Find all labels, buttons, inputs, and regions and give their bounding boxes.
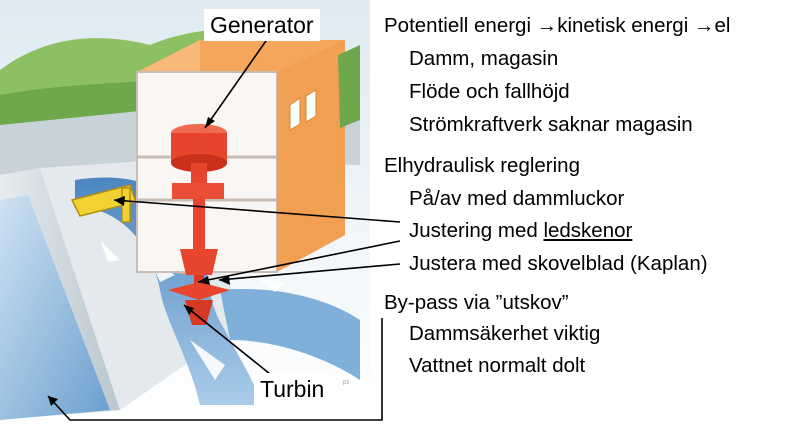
turbine-runner xyxy=(168,275,230,325)
list-item: Damm, magasin xyxy=(409,47,559,70)
list-item: Justera med skovelblad (Kaplan) xyxy=(409,252,708,275)
list-item: Justering med ledskenor xyxy=(409,219,633,242)
list-item: Vattnet normalt dolt xyxy=(409,354,586,377)
bypass-heading: By-pass via ”utskov” xyxy=(384,291,569,314)
list-item: Dammsäkerhet viktig xyxy=(409,322,601,345)
regulation-heading: Elhydraulisk reglering xyxy=(384,154,580,177)
small-mark: ᵖ¹ xyxy=(343,378,350,388)
energy-conversion-heading: Potentiell energi →kinetisk energi →el xyxy=(384,14,731,37)
generator-label: Generator xyxy=(204,9,320,41)
ledskenor-term: ledskenor xyxy=(543,219,633,242)
list-item: Flöde och fallhöjd xyxy=(409,80,570,103)
list-item: På/av med dammluckor xyxy=(409,187,625,210)
list-item: Strömkraftverk saknar magasin xyxy=(409,113,693,136)
arrow-right-icon: → xyxy=(693,14,715,37)
reservoir-water xyxy=(0,195,110,420)
arrow-right-icon: → xyxy=(536,14,558,37)
turbin-label: Turbin xyxy=(254,373,331,405)
generator-unit xyxy=(171,124,227,275)
water-channel xyxy=(75,177,260,405)
